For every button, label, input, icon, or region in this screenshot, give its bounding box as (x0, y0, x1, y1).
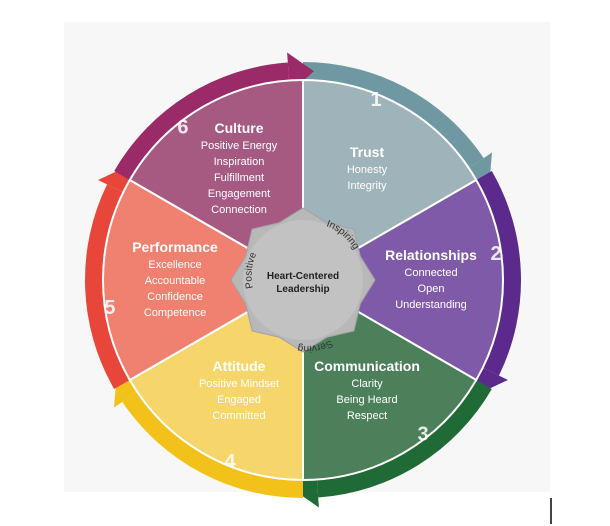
segment-item-culture-1: Inspiration (214, 156, 265, 168)
segment-item-relationships-2: Understanding (395, 299, 467, 311)
segment-wedge-relationships (301, 178, 504, 382)
ring-band-communication (316, 379, 492, 498)
segment-number-4: 4 (224, 451, 236, 473)
segment-title-attitude: Attitude (213, 358, 266, 374)
segment-number-2: 2 (491, 243, 502, 265)
segment-item-culture-4: Connection (211, 204, 267, 216)
ring-band-trust (303, 62, 484, 170)
ring-band-culture (114, 62, 290, 181)
segment-item-relationships-1: Open (418, 283, 445, 295)
segment-title-communication: Communication (314, 358, 420, 374)
segment-number-3: 3 (417, 424, 428, 446)
segment-item-culture-3: Engagement (208, 188, 270, 200)
segment-item-communication-2: Respect (347, 410, 387, 422)
segment-item-trust-1: Integrity (347, 180, 387, 192)
center-title-line1: Heart-Centered (267, 271, 339, 282)
center-disc (243, 220, 363, 340)
ring-band-relationships (474, 171, 521, 376)
segment-number-1: 1 (370, 89, 381, 111)
segment-item-relationships-0: Connected (404, 267, 457, 279)
segment-number-5: 5 (104, 297, 115, 319)
center-badge: Positive Inspiring Serving Heart-Centere… (230, 207, 376, 354)
edge-marker (550, 498, 552, 524)
segment-item-culture-0: Positive Energy (201, 140, 278, 152)
segment-title-culture: Culture (215, 120, 264, 136)
segment-title-performance: Performance (132, 239, 218, 255)
segment-item-culture-2: Fulfillment (214, 172, 264, 184)
segment-item-communication-1: Being Heard (336, 394, 397, 406)
segment-item-performance-3: Competence (144, 307, 206, 319)
segment-item-attitude-1: Engaged (217, 394, 261, 406)
center-title-line2: Leadership (276, 284, 329, 295)
segment-wedge-performance (102, 178, 305, 382)
segment-item-attitude-2: Committed (212, 410, 265, 422)
segment-item-performance-2: Confidence (147, 291, 203, 303)
segment-item-communication-0: Clarity (351, 378, 383, 390)
segment-item-performance-0: Excellence (148, 259, 201, 271)
segment-number-6: 6 (177, 116, 188, 138)
ring-band-performance (84, 184, 132, 389)
segment-item-performance-1: Accountable (145, 275, 206, 287)
segment-title-relationships: Relationships (385, 247, 477, 263)
ring-band-attitude (122, 390, 303, 498)
segment-item-attitude-0: Positive Mindset (199, 378, 279, 390)
segment-title-trust: Trust (350, 144, 385, 160)
segment-item-trust-0: Honesty (347, 164, 388, 176)
